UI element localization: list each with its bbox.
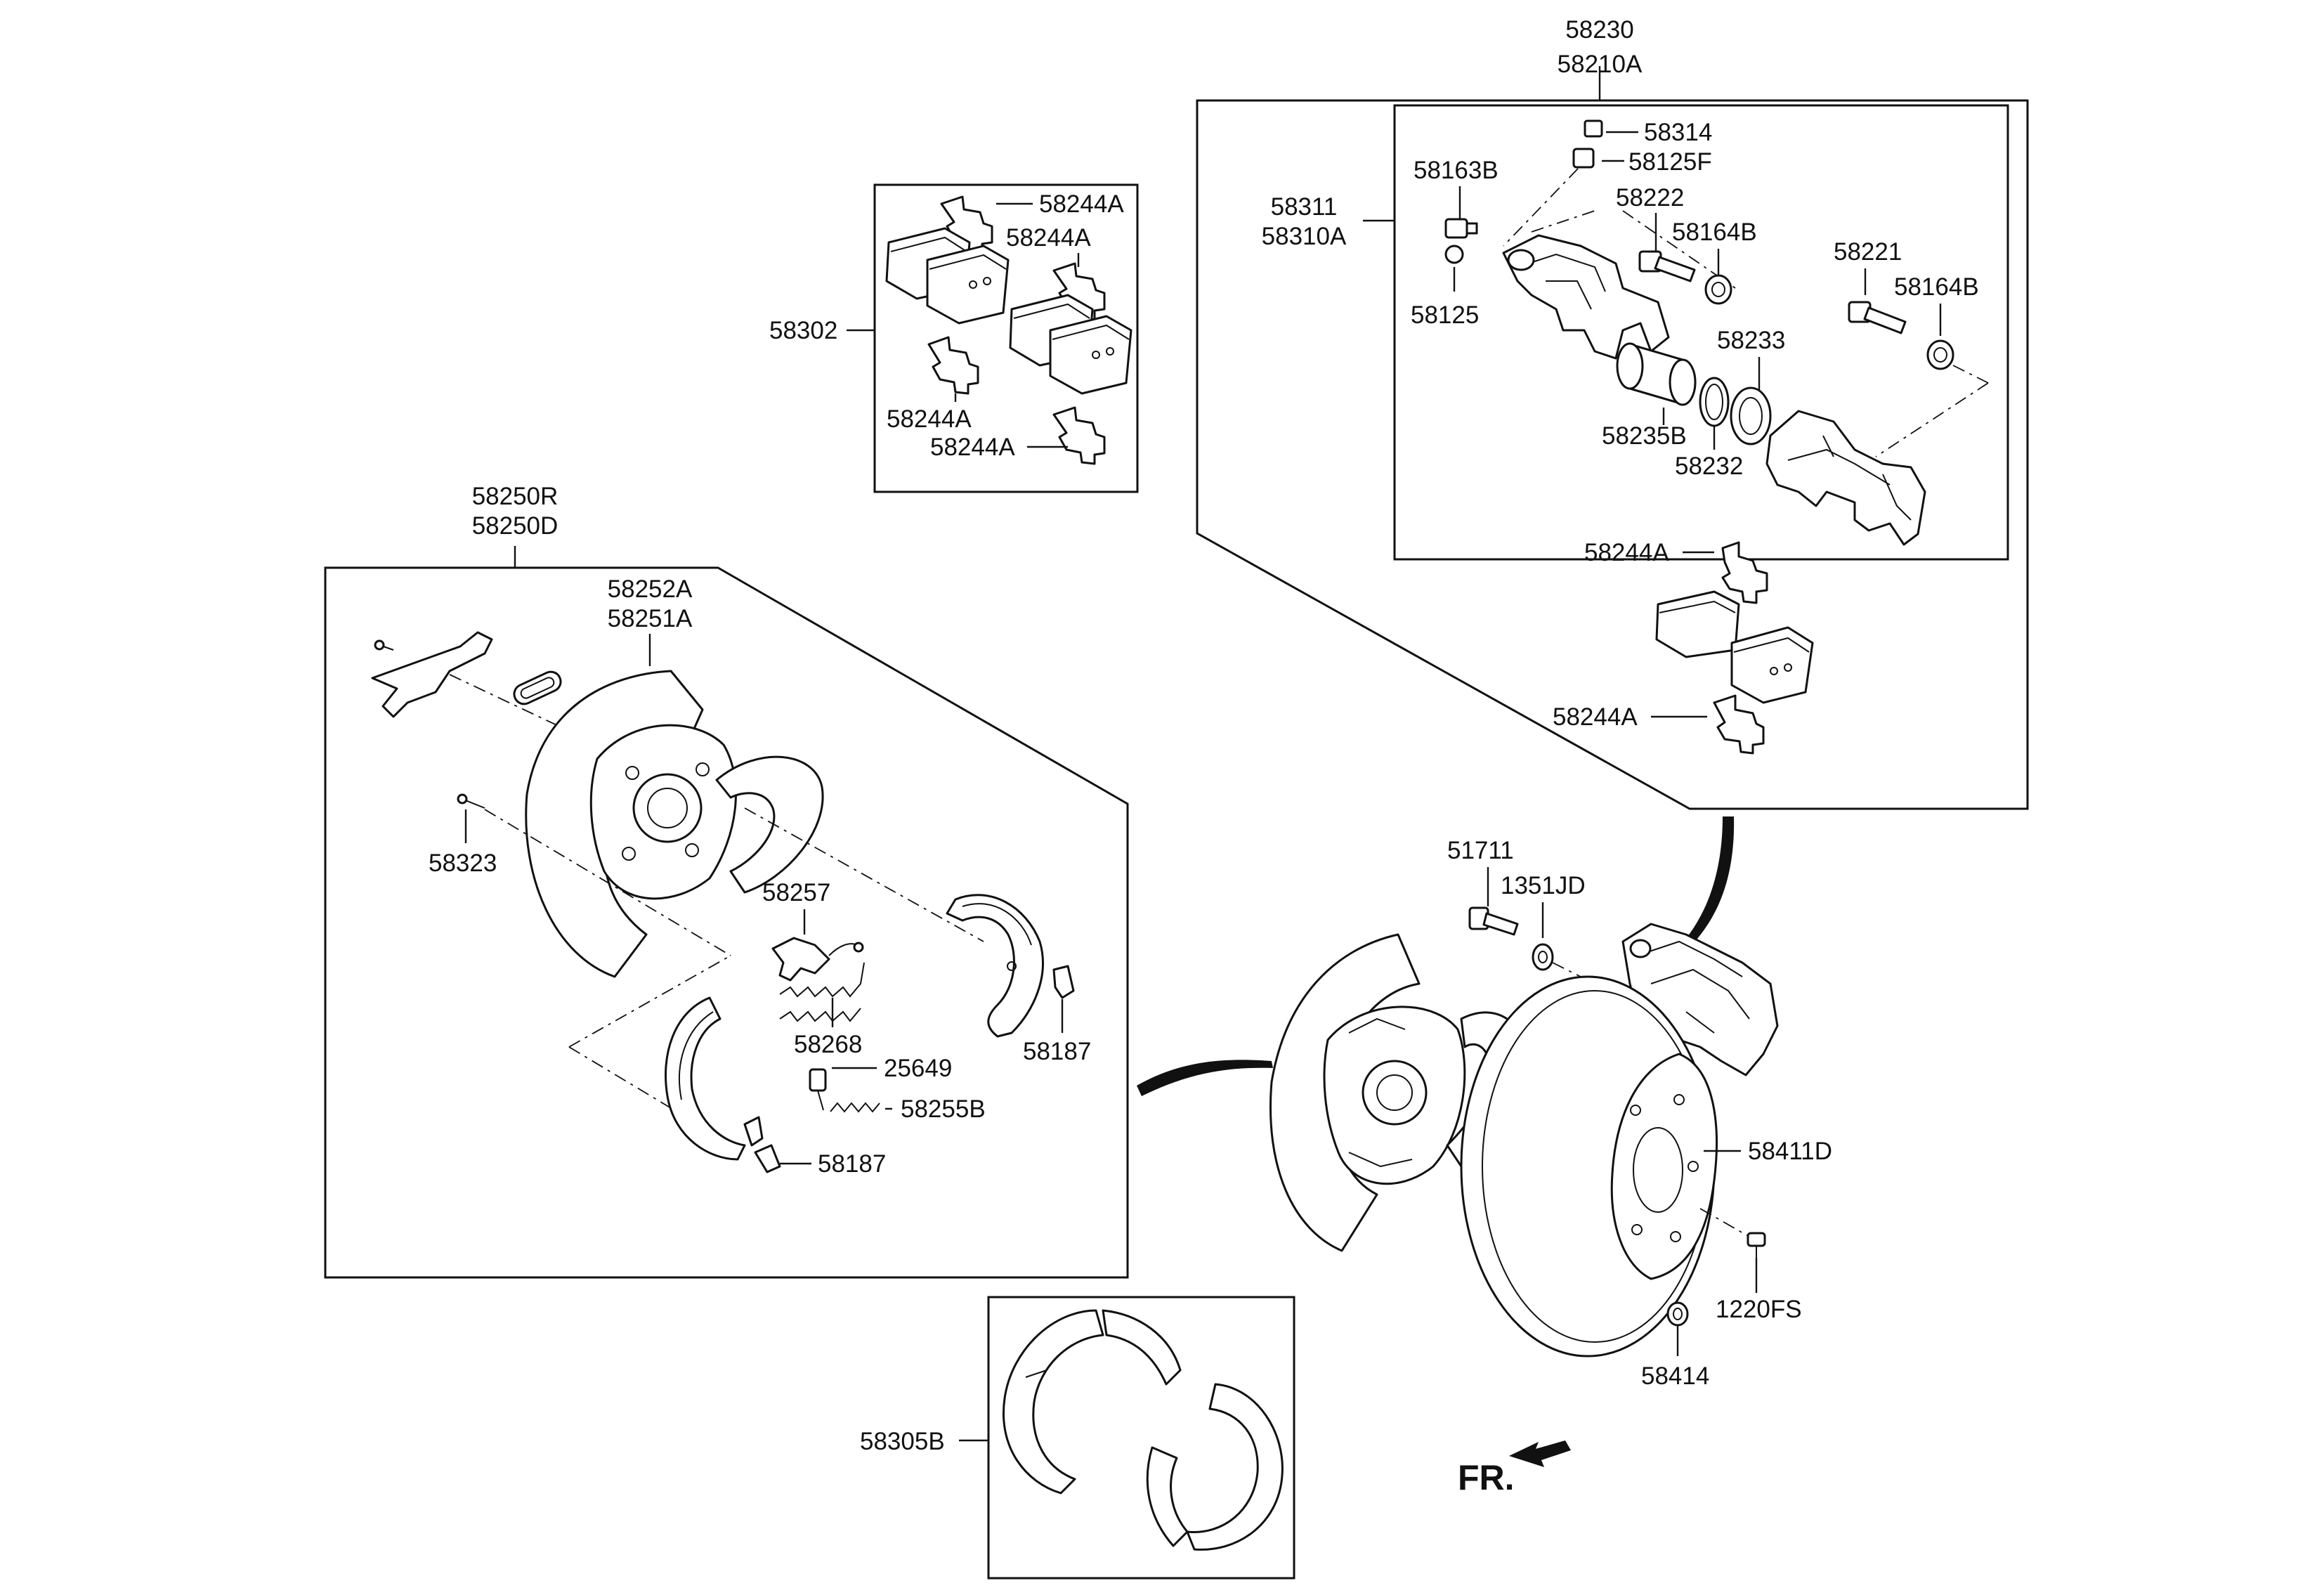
label-58414: 58414 [1641,1362,1709,1390]
backing-plate-icon [525,670,824,978]
hold-down-pin-icon [457,793,485,809]
label-58314: 58314 [1644,119,1712,146]
parking-brake-group: 58250R 58250D 58252A 58251A [324,483,1129,1279]
label-58251A: 58251A [608,605,693,632]
label-58244A-kit-1: 58244A [1039,190,1124,218]
label-58187-upper: 58187 [1023,1038,1091,1065]
label-58244A-lower-right: 58244A [1553,703,1638,731]
front-direction-arrow-icon [1509,1440,1571,1467]
label-58244A-kit-3: 58244A [887,405,972,433]
wheel-nut-icon [1666,1301,1689,1327]
shoe-clip-lower-icon [754,1144,781,1173]
kit-clip-4-icon [1052,406,1106,465]
kit-brake-pad-2-icon [926,245,1010,325]
lever-pin-icon [374,639,394,651]
kit-brake-pad-4-icon [1049,315,1132,395]
label-58250D: 58250D [472,512,559,540]
label-58311: 58311 [1271,193,1338,221]
label-1220FS: 1220FS [1716,1296,1802,1323]
shoe-kit-shoe-2-icon [1146,1383,1284,1551]
label-25649: 25649 [884,1055,952,1082]
caliper-piston-icon [1616,342,1697,406]
guide-pin-bolt-lower-icon [1848,301,1907,334]
guide-bolt-cap-icon [1444,218,1478,239]
caliper-inner-frame [1393,104,2009,561]
kit-clip-3-icon [927,336,979,395]
caliper-assembly-group: 58230 58210A 58311 58310A 58314 58125F 5… [1196,16,2029,810]
caliper-outer-frame [1196,99,2029,810]
label-58230: 58230 [1565,16,1633,44]
pad-clip-upper-icon [1721,541,1768,604]
guide-pin-boot-lower-icon [1926,339,1954,370]
label-58305B: 58305B [860,1428,945,1455]
label-58310A: 58310A [1262,223,1347,250]
rotor-screw-icon [1747,1232,1766,1258]
parking-brake-frame [324,566,1129,1279]
label-58187-lower: 58187 [818,1150,886,1178]
adjuster-spring-lower-icon [779,1008,861,1022]
guide-pin-boot-icon [1704,274,1732,305]
label-58235B: 58235B [1602,422,1687,450]
brake-pad-right-a-icon [1655,590,1740,658]
bleeder-valve-icon [1444,245,1464,264]
label-58250R: 58250R [472,483,559,510]
assembly-arrow-top [1685,816,1735,945]
parking-shoe-kit-group: 58305B [860,1296,1295,1580]
pad-kit-frame [873,183,1139,493]
bleeder-screw-icon [1503,148,1595,247]
label-58163B: 58163B [1414,157,1499,184]
label-58233: 58233 [1717,327,1785,354]
label-58210A: 58210A [1558,51,1643,78]
piston-boot-icon [1730,386,1772,445]
assembly-arrow-left [1137,1060,1273,1096]
shoe-kit-frame [987,1296,1295,1580]
parking-shoe-left-icon [665,996,764,1161]
shoe-kit-shoe-1-icon [1003,1309,1182,1495]
assembled-brake-group: 51711 1351JD [1137,816,1832,1497]
label-58244A-kit-2: 58244A [1006,224,1091,252]
guide-pin-bolt-icon [1638,250,1696,282]
label-58221: 58221 [1834,238,1902,266]
label-58255B: 58255B [901,1095,986,1123]
brake-pad-right-b-icon [1730,626,1814,704]
label-58244A-kit-4: 58244A [930,434,1015,461]
label-58302: 58302 [769,317,837,344]
label-58125F: 58125F [1628,148,1712,176]
label-58323: 58323 [429,850,497,877]
adjuster-spring-upper-icon [779,962,865,998]
caliper-mount-bolt-icon [1468,906,1519,936]
label-58244A-upper-right: 58244A [1584,539,1669,566]
return-spring-clip-icon [513,670,562,705]
caliper-carrier-icon [1765,410,1926,546]
washer-icon [1532,943,1554,971]
label-58232: 58232 [1675,453,1743,480]
adjuster-bolt-icon [809,1068,827,1111]
piston-seal-icon [1699,377,1730,427]
bleeder-cap-icon [1584,119,1603,138]
label-58268: 58268 [794,1031,862,1058]
label-58257: 58257 [762,879,830,906]
pad-clip-lower-icon [1713,694,1765,755]
label-1351JD: 1351JD [1501,872,1586,899]
label-58164B-upper: 58164B [1672,219,1757,246]
pad-kit-group: 58302 58244A 58244A [769,183,1139,493]
shoe-spring-icon [830,1102,880,1113]
label-58125: 58125 [1411,301,1479,329]
label-51711: 51711 [1447,837,1514,864]
adjuster-assembly-icon [771,937,864,982]
brake-rotor-icon [1460,975,1718,1358]
parking-shoe-right-icon [946,894,1044,1038]
caliper-housing-icon [1502,234,1670,360]
label-58252A: 58252A [608,575,693,603]
shoe-adjuster-clip-icon [1052,965,1075,999]
label-58411D: 58411D [1748,1138,1832,1165]
front-direction-label: FR. [1458,1458,1515,1497]
parking-lever-icon [371,631,493,718]
label-58164B-lower: 58164B [1894,273,1979,301]
label-58222: 58222 [1616,184,1684,211]
